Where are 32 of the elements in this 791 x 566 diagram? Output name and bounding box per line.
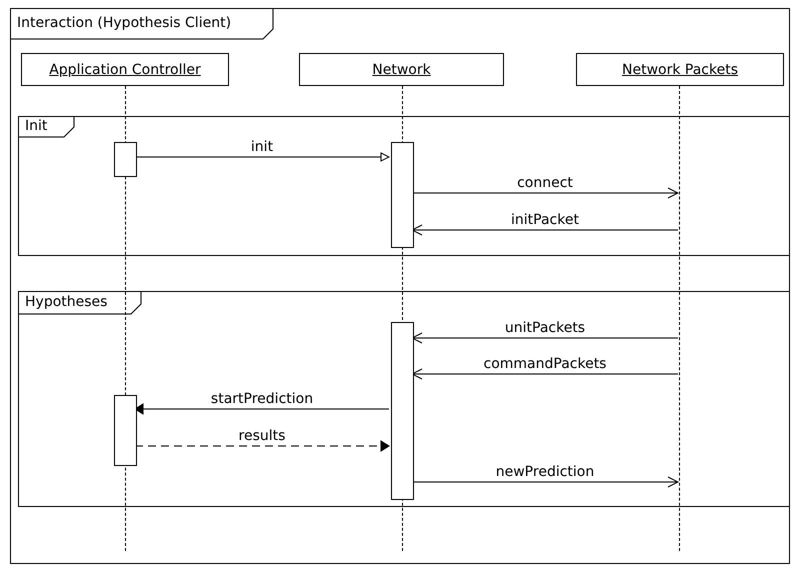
message-label: init [250,139,274,155]
message-label: unitPackets [504,320,586,336]
message-arrow [134,440,390,452]
lifeline-head: Network Packets [576,53,784,86]
message-arrow [412,368,678,380]
activation-bar [391,142,414,248]
activation-bar [114,395,137,466]
activation-bar [114,142,137,177]
message-label: startPrediction [210,391,314,407]
activation-bar [391,322,414,500]
message-arrow [412,332,678,344]
lifeline-head: Application Controller [21,53,229,86]
message-label: newPrediction [496,464,594,480]
lifeline [679,86,680,551]
interaction-frame [10,8,790,564]
message-arrow [134,152,390,162]
fragment-label: Init [25,118,48,134]
message-arrow [134,404,390,414]
message-arrow [412,224,678,236]
lifeline [402,86,403,551]
fragment-label: Hypotheses [25,294,108,310]
lifeline-head: Network [299,53,504,86]
frame-title: Interaction (Hypothesis Client) [17,15,232,31]
message-arrow [412,476,678,488]
message-label: connect [517,175,573,191]
message-arrow [412,188,678,198]
combined-fragment [18,116,790,256]
message-label: initPacket [511,212,579,228]
message-label: results [238,428,286,444]
lifeline [125,86,126,551]
combined-fragment [18,291,790,507]
message-label: commandPackets [484,356,606,372]
